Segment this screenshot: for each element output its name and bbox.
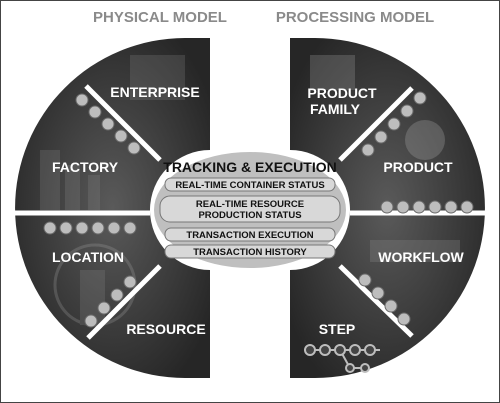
pill-resource-status [159,195,341,223]
segment-factory: FACTORY [52,159,119,175]
center-item-transaction-execution: TRANSACTION EXECUTION [186,230,313,241]
pill-transaction-history [164,244,336,259]
pill-transaction-execution [164,227,336,242]
step-flow-graphic [304,344,380,373]
physical-background-art [40,55,185,327]
center-item-container-status: REAL-TIME CONTAINER STATUS [175,180,324,191]
center-item-transaction-history: TRANSACTION HISTORY [193,247,307,258]
physical-model-disc [15,38,210,378]
processing-nodes [358,91,474,326]
physical-dividers [15,84,162,340]
segment-product: PRODUCT [383,159,453,175]
physical-nodes [43,93,141,328]
segment-workflow: WORKFLOW [378,249,464,265]
processing-model-header: PROCESSING MODEL [276,9,434,26]
center-item-resource-line2: PRODUCTION STATUS [198,210,301,221]
center-item-resource-line1: REAL-TIME RESOURCE [196,199,304,210]
physical-model-header: PHYSICAL MODEL [93,9,227,26]
segment-resource: RESOURCE [126,321,205,337]
segment-location: LOCATION [52,249,124,265]
center-title: TRACKING & EXECUTION [163,159,336,175]
pill-container-status [164,177,336,192]
processing-background-art [310,55,460,262]
segment-product-family-line2: FAMILY [310,101,361,117]
segment-product-family-line1: PRODUCT [307,85,377,101]
segment-step: STEP [319,321,356,337]
segment-enterprise: ENTERPRISE [110,84,199,100]
